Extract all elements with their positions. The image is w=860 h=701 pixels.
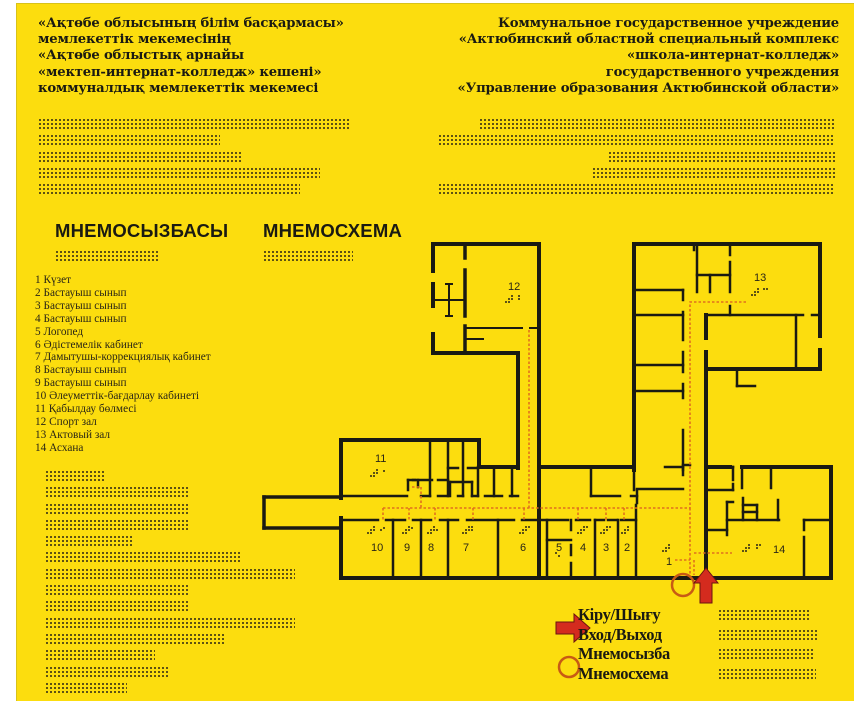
room-number-5: 5 (556, 542, 562, 554)
wing-gym (431, 242, 541, 580)
main-building (339, 438, 833, 580)
title-kazakh: МНЕМОСЫЗБАСЫ (55, 220, 229, 241)
legend-item-3: 3 Бастауыш сынып (35, 299, 127, 312)
room-braille-labels (367, 288, 768, 557)
you-are-here-marker (670, 572, 696, 598)
title-russian: МНЕМОСХЕМА (263, 220, 403, 241)
room-number-12: 12 (508, 281, 520, 293)
room-number-11: 11 (375, 453, 386, 465)
legend-item-4: 4 Бастауыш сынып (35, 312, 127, 325)
header-russian: Коммунальное государственное учреждение … (457, 16, 840, 97)
legend-item-10: 10 Әлеуметтік-бағдарлау кабинеті (35, 390, 200, 403)
header-kazakh: «Ақтөбе облысының білім басқармасы» мемл… (38, 16, 344, 97)
left-annex (262, 495, 343, 530)
route-path (382, 301, 746, 575)
header-ru-line: «Актюбинский областной специальный компл… (458, 32, 839, 48)
header-ru-line: «школа-интернат-колледж» (627, 48, 839, 64)
legend-item-6: 6 Әдістемелік кабинет (35, 338, 143, 351)
legend-item-8: 8 Бастауыш сынып (35, 364, 127, 377)
room-number-2: 2 (624, 542, 630, 554)
key-entrance-ru: Вход/Выход (578, 624, 662, 644)
key-you-are-here-kz: Мнемосызба (578, 644, 671, 663)
room-number-14: 14 (773, 544, 785, 556)
room-number-10: 10 (371, 542, 383, 554)
legend-item-14: 14 Асхана (35, 441, 84, 454)
legend-item-7: 7 Дамытушы-коррекциялық кабинет (35, 351, 211, 364)
header-ru-line: «Управление образования Актюбинской обла… (457, 80, 840, 96)
room-number-13: 13 (754, 272, 766, 284)
legend-item-5: 5 Логопед (35, 325, 84, 338)
map-key: Кіру/Шығу Вход/Выход Мнемосызба Мнемосхе… (578, 605, 670, 683)
braille-legend (45, 470, 295, 698)
braille-title-russian (263, 250, 353, 266)
header-ru-line: Коммунальное государственное учреждение (498, 16, 839, 31)
room-number-6: 6 (520, 542, 526, 554)
header-kz-line: «мектеп-интернат-колледж» кешені» (38, 64, 322, 80)
classroom-row (339, 503, 638, 580)
header-kz-line: коммуналдық мемлекеттік мекемесі (38, 80, 319, 96)
entrance-arrow-icon (692, 567, 720, 604)
orange-circle-icon (557, 655, 581, 679)
legend-item-2: 2 Бастауыш сынып (35, 286, 127, 299)
header-kz-line: «Ақтөбе облысының білім басқармасы» (38, 16, 344, 31)
room-number-4: 4 (580, 542, 586, 554)
header-kz-line: мемлекеттік мекемесінің (38, 32, 231, 48)
legend-item-13: 13 Актовый зал (35, 428, 111, 441)
room-legend: 1 Күзет 2 Бастауыш сынып 3 Бастауыш сыны… (35, 274, 211, 455)
key-you-are-here-ru: Мнемосхема (578, 663, 669, 683)
legend-item-12: 12 Спорт зал (35, 415, 97, 428)
header-kz-line: «Ақтөбе облыстық арнайы (38, 48, 244, 64)
room-number-9: 9 (404, 542, 410, 554)
key-entrance-kz: Кіру/Шығу (578, 605, 661, 624)
room-number-8: 8 (428, 542, 434, 554)
braille-title-kazakh (55, 250, 160, 266)
room-number-7: 7 (463, 542, 469, 554)
braille-key (718, 609, 818, 684)
room-number-1: 1 (666, 556, 672, 568)
braille-header-russian (438, 118, 835, 199)
braille-header-kazakh (38, 118, 350, 199)
legend-item-9: 9 Бастауыш сынып (35, 377, 127, 390)
canteen-area (704, 465, 833, 580)
header-ru-line: государственного учреждения (605, 64, 839, 80)
red-arrow-right-icon (555, 612, 591, 644)
legend-item-1: 1 Күзет (35, 274, 72, 286)
room-number-3: 3 (603, 542, 609, 554)
legend-item-11: 11 Қабылдау бөлмесі (35, 403, 137, 416)
